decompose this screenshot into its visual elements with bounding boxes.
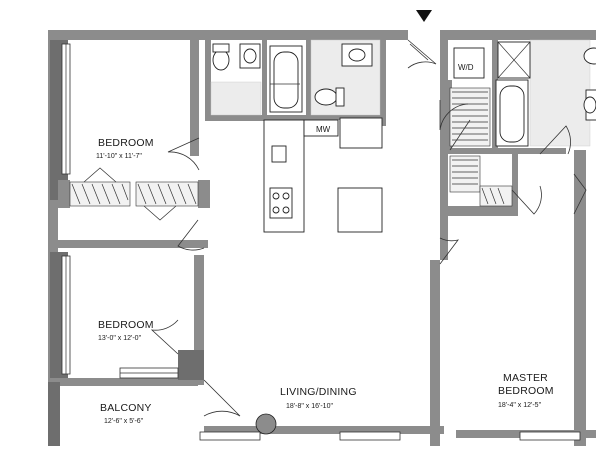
doors bbox=[150, 39, 587, 417]
bedroom-2-name: BEDROOM bbox=[98, 319, 154, 331]
bath-fixtures: W/D bbox=[212, 41, 596, 147]
bedroom-2-dims: 13'-0" x 12'-0" bbox=[98, 335, 142, 342]
kitchen: MW bbox=[263, 117, 383, 233]
washer-dryer-label: W/D bbox=[458, 63, 474, 72]
master-bedroom-name-line1: MASTER bbox=[503, 372, 548, 384]
living-dining-dims: 18'-8" x 16'-10" bbox=[286, 403, 333, 410]
master-bedroom-name-line2: BEDROOM bbox=[498, 385, 554, 397]
balcony-dims: 12'-6" x 5'-6" bbox=[104, 418, 144, 425]
bedroom-1-name: BEDROOM bbox=[98, 137, 154, 149]
walls bbox=[48, 30, 596, 446]
bedroom-1-dims: 11'-10" x 11'-7" bbox=[96, 153, 142, 160]
windows bbox=[61, 43, 581, 441]
room-labels: BEDROOM 11'-10" x 11'-7" BEDROOM 13'-0" … bbox=[96, 137, 554, 425]
entry-arrow-icon bbox=[416, 10, 432, 22]
master-bedroom-dims: 18'-4" x 12'-5" bbox=[498, 402, 542, 409]
balcony-name: BALCONY bbox=[100, 402, 152, 414]
microwave-label: MW bbox=[316, 125, 331, 134]
column bbox=[255, 413, 277, 435]
closets bbox=[69, 87, 513, 221]
living-dining-name: LIVING/DINING bbox=[280, 386, 357, 398]
